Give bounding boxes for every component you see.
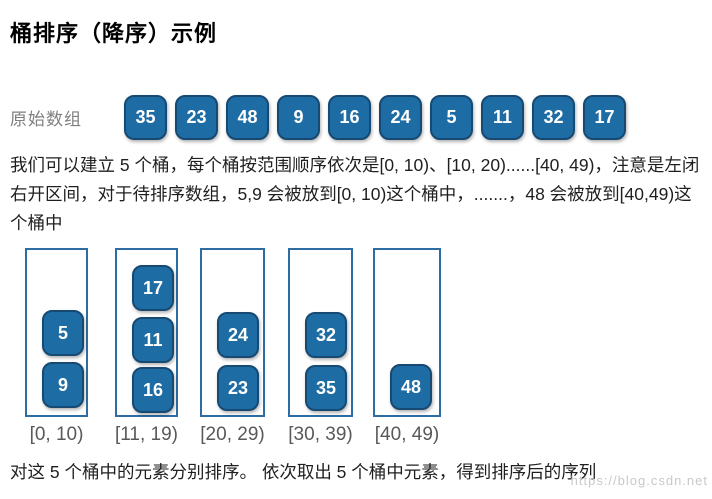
bucket-range-label: [40, 49): [374, 424, 440, 445]
array-tiles: 35 23 48 9 16 24 5 11 32 17: [124, 94, 626, 140]
bucket-tile: 32: [305, 312, 347, 358]
bucket-tile: 24: [217, 312, 259, 358]
bucket-20-29: 24 23: [200, 248, 265, 417]
bucket-tile: 5: [42, 310, 84, 356]
bucket-tile: 9: [42, 362, 84, 408]
bucket-tile: 11: [132, 317, 174, 363]
bucket-range-label: [0, 10): [29, 424, 84, 445]
array-tile: 5: [430, 94, 473, 140]
bucket-range-label: [11, 19): [114, 424, 179, 445]
bucket-tile: 17: [132, 265, 174, 311]
array-tile: 35: [124, 94, 167, 140]
array-tile: 16: [328, 94, 371, 140]
array-tile: 23: [175, 94, 218, 140]
array-tile: 17: [583, 94, 626, 140]
array-label: 原始数组: [10, 109, 82, 129]
array-tile: 32: [532, 94, 575, 140]
array-tile: 48: [226, 94, 269, 140]
bucket-40-49: 48: [373, 248, 441, 417]
bucket-tile: 23: [217, 365, 259, 411]
bucket-range-label: [20, 29): [200, 424, 265, 445]
bucket-30-39: 32 35: [288, 248, 353, 417]
bucket-11-19: 17 11 16: [115, 248, 178, 417]
bucket-tile: 35: [305, 365, 347, 411]
original-array-row: 原始数组 35 23 48 9 16 24 5 11 32 17: [10, 93, 705, 141]
array-tile: 24: [379, 94, 422, 140]
footer-text: 对这 5 个桶中的元素分别排序。 依次取出 5 个桶中元素，得到排序后的序列: [10, 462, 597, 482]
bucket-0-10: 5 9: [25, 248, 88, 417]
description-text: 我们可以建立 5 个桶，每个桶按范围顺序依次是[0, 10)、[10, 20).…: [10, 155, 700, 233]
bucket-tile: 16: [132, 367, 174, 413]
array-tile: 9: [277, 94, 320, 140]
bucket-tile: 48: [390, 364, 432, 410]
array-tile: 11: [481, 94, 524, 140]
page-title: 桶排序（降序）示例: [10, 21, 218, 46]
bucket-range-label: [30, 39): [288, 424, 353, 445]
